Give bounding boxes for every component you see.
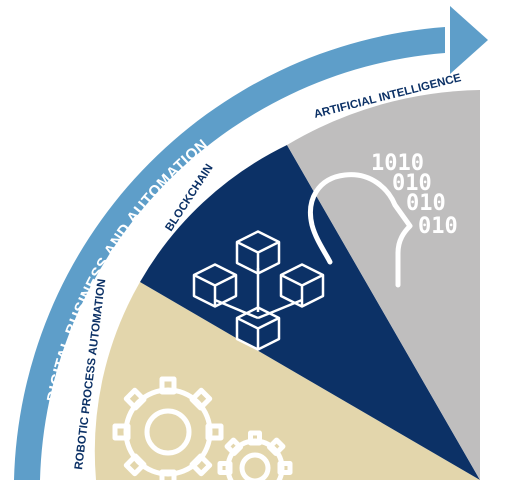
binary-line-4: 010 <box>418 214 458 239</box>
gears-icon <box>112 376 293 490</box>
gear-tooth <box>266 479 286 490</box>
gear-tooth <box>248 430 262 446</box>
gear-tooth <box>217 461 233 475</box>
segment-blockchain <box>140 145 480 480</box>
gear-tooth <box>159 469 177 488</box>
binary-line-3: 010 <box>406 191 446 216</box>
gear-tooth <box>266 437 286 457</box>
large-gear-icon <box>112 376 224 488</box>
segment-artificial-intelligence <box>287 90 480 480</box>
cube <box>192 263 238 308</box>
gear-tooth <box>205 423 224 441</box>
binary-line-2: 010 <box>392 171 432 196</box>
gear-tooth <box>123 387 147 411</box>
cube <box>235 230 281 275</box>
small-gear-icon <box>217 430 293 490</box>
head-outline <box>308 172 413 288</box>
head-binary-icon: 1010 010 010 010 <box>308 151 458 288</box>
cube <box>279 263 325 308</box>
arc-band <box>14 27 445 480</box>
gear-tooth <box>224 437 244 457</box>
gear-tooth <box>189 453 213 477</box>
gear-tooth <box>123 453 147 477</box>
arc-arrow <box>14 6 488 480</box>
arrow-head-icon <box>450 6 488 74</box>
gear-tooth <box>277 461 293 475</box>
cube <box>235 306 281 351</box>
gear-tooth <box>189 387 213 411</box>
gear-tooth <box>159 376 177 395</box>
binary-line-1: 1010 <box>371 151 424 176</box>
blocks-icon <box>192 230 325 351</box>
gear-tooth <box>112 423 131 441</box>
gear-tooth <box>224 479 244 490</box>
